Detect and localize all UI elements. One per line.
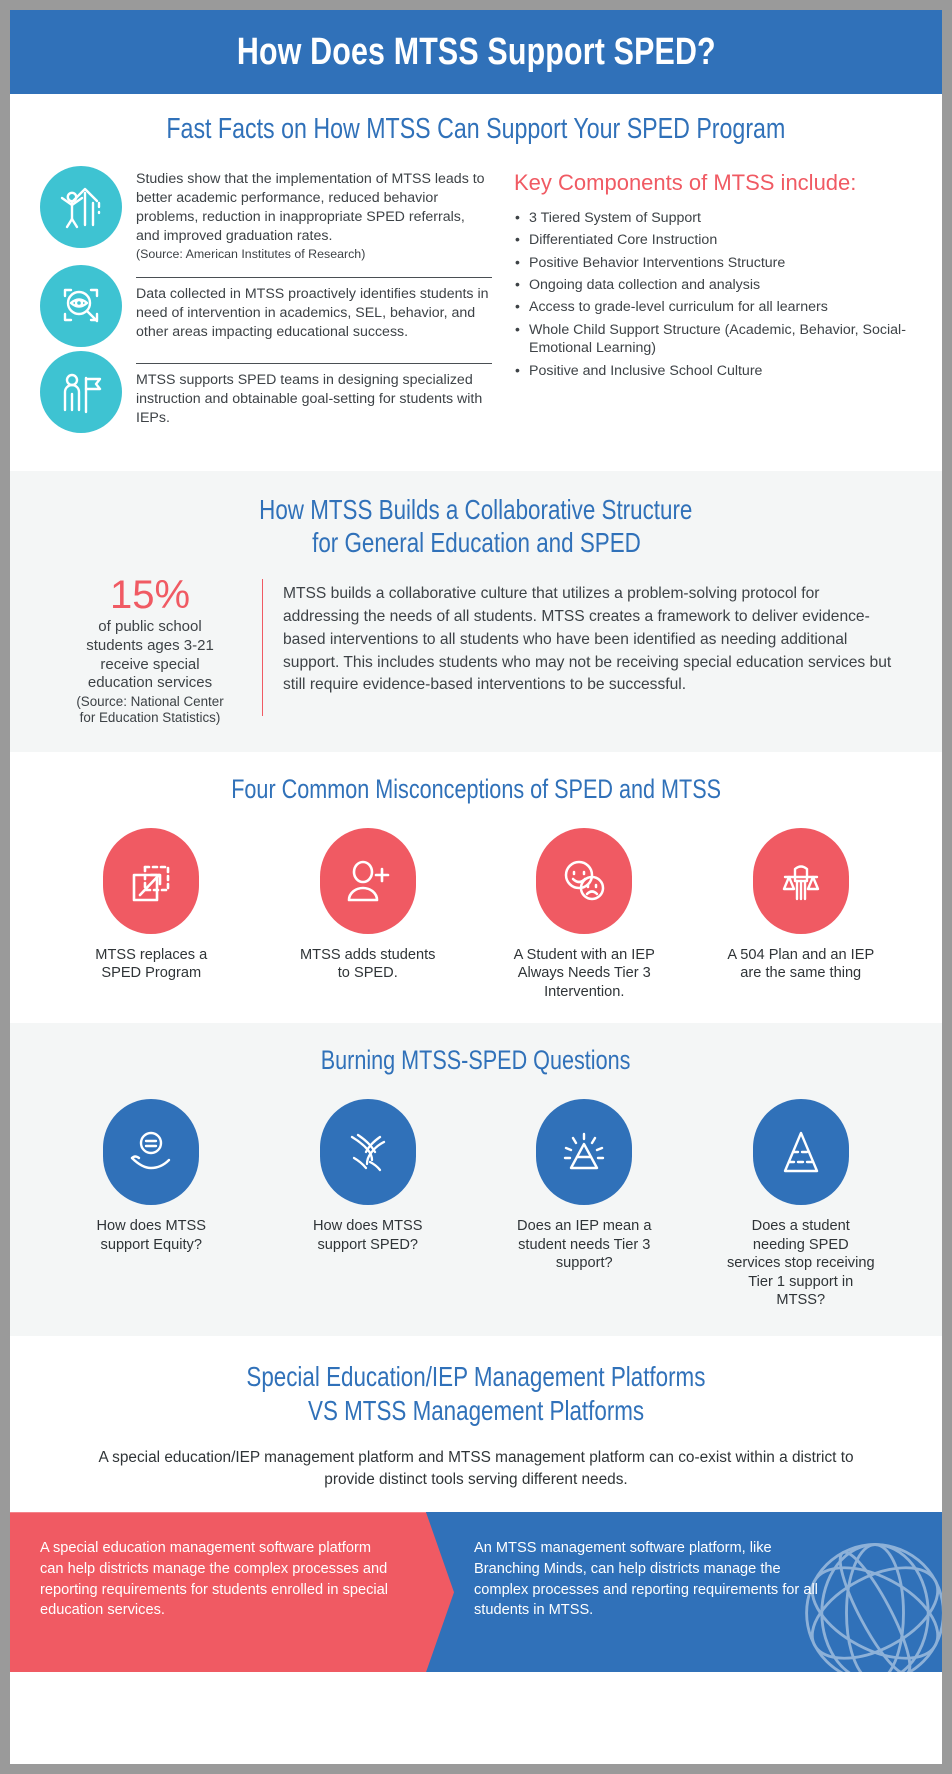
list-item: Positive Behavior Interventions Structur…: [514, 252, 914, 272]
misconception-label: MTSS replaces a SPED Program: [95, 946, 208, 982]
question-label: How does MTSS support SPED?: [313, 1218, 423, 1253]
misconception-item: MTSS replaces a SPED Program: [46, 827, 257, 1002]
list-item: Differentiated Core Instruction: [514, 230, 914, 249]
fact-divider: [136, 277, 492, 279]
vertical-divider: [262, 579, 263, 716]
facts-list: Studies show that the implementation of …: [40, 166, 492, 437]
list-item: Whole Child Support Structure (Academic,…: [514, 320, 914, 358]
happy-sad-faces-icon: [536, 827, 633, 934]
sped-platform-panel: A special education management software …: [10, 1512, 426, 1673]
platforms-subtitle: A special education/IEP management platf…: [98, 1449, 854, 1488]
questions-title: Burning MTSS-SPED Questions: [321, 1045, 631, 1076]
scales-fist-icon: [752, 827, 849, 934]
eye-magnifier-icon: [40, 265, 122, 348]
question-label: How does MTSS support Equity?: [96, 1218, 207, 1253]
hand-equality-icon: [103, 1099, 200, 1206]
question-label: Does a student needing SPED services sto…: [726, 1218, 875, 1309]
mtss-platform-panel: An MTSS management software platform, li…: [426, 1512, 942, 1673]
add-person-icon: [319, 827, 416, 934]
key-components-list: 3 Tiered System of Support Differentiate…: [514, 208, 914, 381]
pyramid-dashed-icon: [752, 1099, 849, 1206]
fact-item: Studies show that the implementation of …: [40, 166, 492, 261]
collaborative-body: MTSS builds a collaborative culture that…: [283, 573, 896, 726]
stat-source: (Source: National Center for Education S…: [76, 693, 224, 725]
fact-text: MTSS supports SPED teams in designing sp…: [136, 372, 483, 427]
platforms-section: Special Education/IEP Management Platfor…: [10, 1335, 942, 1513]
key-components-title: Key Components of MTSS include:: [514, 170, 857, 196]
misconceptions-grid: MTSS replaces a SPED Program MTSS adds s…: [10, 827, 942, 1002]
fact-item: MTSS supports SPED teams in designing sp…: [40, 351, 492, 434]
misconception-label: A 504 Plan and an IEP are the same thing: [727, 946, 875, 982]
list-item: Access to grade-level curriculum for all…: [514, 297, 914, 316]
collaborative-title: How MTSS Builds a Collaborative Structur…: [259, 494, 693, 559]
question-item: How does MTSS support SPED?: [263, 1099, 474, 1310]
list-item: 3 Tiered System of Support: [514, 208, 914, 227]
collaborative-paragraph: MTSS builds a collaborative culture that…: [283, 585, 892, 694]
list-item: Positive and Inclusive School Culture: [514, 361, 914, 380]
misconception-label: A Student with an IEP Always Needs Tier …: [513, 946, 655, 1000]
misconception-item: A Student with an IEP Always Needs Tier …: [479, 827, 690, 1002]
expand-resize-icon: [103, 827, 200, 934]
mtss-platform-text: An MTSS management software platform, li…: [474, 1540, 818, 1619]
misconception-label: MTSS adds students to SPED.: [300, 946, 436, 982]
questions-section: Burning MTSS-SPED Questions How does MTS…: [10, 1023, 942, 1336]
globe-icon: [805, 1543, 942, 1673]
misconception-item: A 504 Plan and an IEP are the same thing: [696, 827, 907, 1002]
comparison-banner: A special education management software …: [10, 1512, 942, 1673]
fact-item: Data collected in MTSS proactively ident…: [40, 265, 492, 348]
helping-hands-icon: [319, 1099, 416, 1206]
misconceptions-section: Four Common Misconceptions of SPED and M…: [10, 751, 942, 1024]
infographic-page: How Does MTSS Support SPED? Fast Facts o…: [10, 10, 942, 1764]
question-item: Does a student needing SPED services sto…: [696, 1099, 907, 1310]
page-header: How Does MTSS Support SPED?: [10, 10, 942, 94]
fact-text: Data collected in MTSS proactively ident…: [136, 286, 489, 341]
fast-facts-section: Fast Facts on How MTSS Can Support Your …: [10, 94, 942, 472]
fact-source: (Source: American Institutes of Research…: [136, 247, 366, 262]
list-item: Ongoing data collection and analysis: [514, 275, 914, 294]
pyramid-rays-icon: [536, 1099, 633, 1206]
question-item: Does an IEP mean a student needs Tier 3 …: [479, 1099, 690, 1310]
fact-divider: [136, 363, 492, 365]
person-flag-icon: [40, 351, 122, 434]
fact-text: Studies show that the implementation of …: [136, 171, 485, 245]
stat-block: 15% of public school students ages 3-21 …: [54, 573, 246, 726]
key-components-block: Key Components of MTSS include: 3 Tiered…: [514, 166, 914, 437]
stat-number: 15%: [109, 573, 191, 618]
sped-platform-text: A special education management software …: [40, 1540, 389, 1619]
questions-grid: How does MTSS support Equity? How does M…: [10, 1099, 942, 1310]
question-label: Does an IEP mean a student needs Tier 3 …: [517, 1218, 652, 1272]
collaborative-section: How MTSS Builds a Collaborative Structur…: [10, 471, 942, 752]
question-item: How does MTSS support Equity?: [46, 1099, 257, 1310]
stat-subtext: of public school students ages 3-21 rece…: [86, 618, 214, 692]
platforms-title: Special Education/IEP Management Platfor…: [246, 1360, 706, 1426]
person-growth-icon: [40, 166, 122, 249]
misconceptions-title: Four Common Misconceptions of SPED and M…: [231, 773, 721, 804]
fast-facts-title: Fast Facts on How MTSS Can Support Your …: [166, 113, 786, 145]
misconception-item: MTSS adds students to SPED.: [263, 827, 474, 1002]
page-title: How Does MTSS Support SPED?: [236, 30, 716, 73]
